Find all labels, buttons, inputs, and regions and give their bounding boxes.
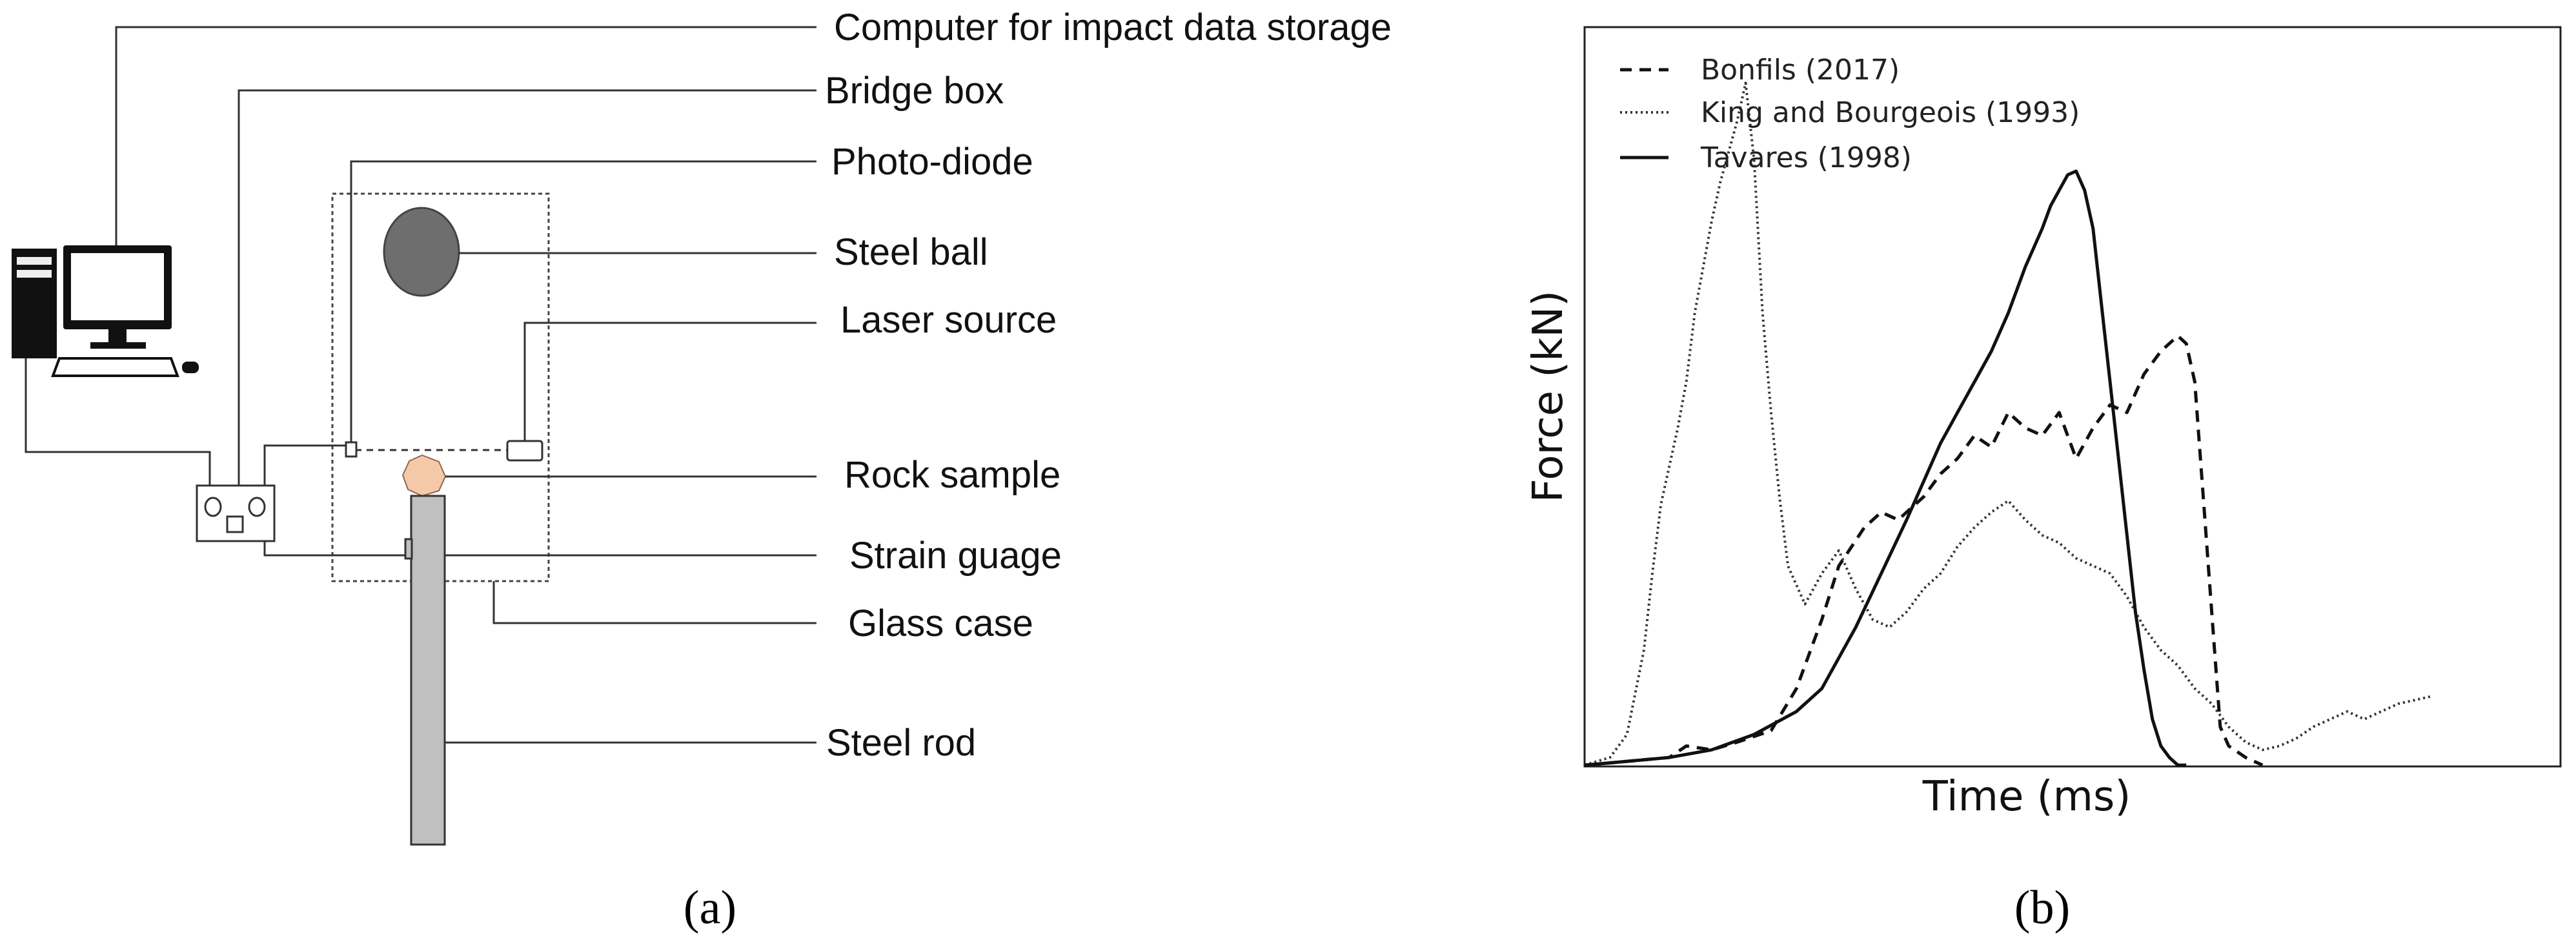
panel-a-diagram: Computer for impact data storage Bridge … — [12, 6, 1392, 934]
caption-a: (a) — [684, 881, 736, 934]
series-line-tavares — [1584, 169, 2187, 767]
x-axis-label: Time (ms) — [1922, 773, 2131, 821]
steel-rod — [410, 495, 446, 846]
computer-base — [90, 342, 146, 349]
series-layer — [1584, 81, 2433, 767]
computer-stand — [108, 329, 127, 344]
leader-glass-case — [492, 581, 816, 624]
series-line-bonfils — [1584, 334, 2264, 767]
leader-photo-diode — [350, 160, 816, 442]
leader-laser-source — [523, 322, 816, 441]
label-computer: Computer for impact data storage — [834, 6, 1392, 48]
bridge-box-icon — [196, 484, 276, 542]
laser-source-device — [506, 440, 543, 462]
strain-gauge-element — [404, 538, 413, 560]
rock-sample — [401, 454, 447, 497]
label-glass-case: Glass case — [848, 602, 1033, 644]
computer-tower — [12, 249, 57, 358]
label-strain-gauge: Strain guage — [849, 535, 1062, 577]
leader-computer — [115, 26, 816, 245]
label-steel-ball: Steel ball — [834, 231, 988, 273]
wire-bridge-strain — [263, 541, 405, 557]
computer-screen — [71, 253, 164, 320]
label-photo-diode: Photo-diode — [831, 141, 1033, 183]
y-axis-label: Force (kN) — [1525, 291, 1572, 502]
steel-ball — [383, 207, 460, 297]
computer-mouse — [182, 362, 199, 373]
computer-tower-slot-2 — [17, 270, 52, 278]
panel-b-chart: Bonfils (2017) King and Bourgeois (1993)… — [1525, 26, 2562, 934]
legend-label-tavares: Tavares (1998) — [1700, 141, 1912, 174]
legend-label-king: King and Bourgeois (1993) — [1701, 96, 2080, 129]
label-laser-source: Laser source — [840, 299, 1057, 341]
label-steel-rod: Steel rod — [826, 722, 976, 764]
caption-b: (b) — [2014, 881, 2070, 934]
computer-tower-slot-1 — [17, 257, 52, 265]
wire-computer-bridge — [25, 358, 211, 486]
photo-diode-sensor — [345, 441, 358, 458]
computer-icon — [12, 245, 199, 377]
label-bridge-box: Bridge box — [825, 70, 1004, 112]
label-rock-sample: Rock sample — [844, 454, 1060, 496]
plot-frame — [1583, 26, 2562, 768]
chart-legend: Bonfils (2017) King and Bourgeois (1993)… — [1620, 54, 2080, 174]
wire-bridge-photodiode — [263, 444, 346, 486]
legend-label-bonfils: Bonfils (2017) — [1701, 54, 1900, 87]
keyboard — [51, 357, 179, 377]
series-line-king — [1584, 81, 2433, 766]
leader-bridge-box — [238, 89, 816, 486]
